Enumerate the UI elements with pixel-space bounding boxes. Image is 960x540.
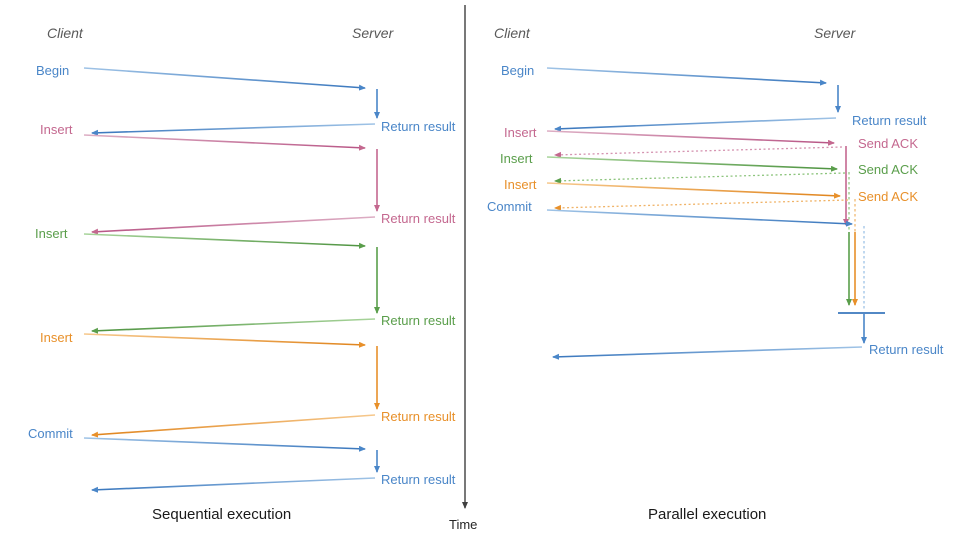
arc-p-commit-request <box>546 209 853 227</box>
arc-p-insert3-request <box>546 182 841 199</box>
left-return-result-2: Return result <box>381 211 456 226</box>
right-return-result-1: Return result <box>852 113 927 128</box>
arc-insert1-response <box>91 216 376 235</box>
left-diagram-caption: Sequential execution <box>152 506 292 523</box>
right-server-actor-label: Server <box>814 25 856 41</box>
arc-p-commit-response <box>552 346 863 360</box>
left-message-insert-2: Insert <box>35 226 68 241</box>
left-return-result-5: Return result <box>381 472 456 487</box>
right-message-insert-1: Insert <box>504 125 537 140</box>
right-send-ack-1: Send ACK <box>858 136 918 151</box>
arc-p-begin-response <box>554 117 837 132</box>
arc-insert2-request <box>83 233 366 249</box>
right-message-insert-2: Insert <box>500 151 533 166</box>
right-message-begin: Begin <box>501 63 535 78</box>
right-return-result-2: Return result <box>869 342 944 357</box>
right-send-ack-3: Send ACK <box>858 189 918 204</box>
arc-p-insert2-ack <box>554 172 846 184</box>
arc-insert3-response <box>91 414 376 438</box>
left-message-commit: Commit <box>28 426 73 441</box>
arc-p-insert2-request <box>546 156 838 172</box>
arc-begin-response <box>91 123 376 136</box>
left-return-result-1: Return result <box>381 119 456 134</box>
arc-insert2-response <box>91 318 376 334</box>
left-server-actor-label: Server <box>352 25 394 41</box>
left-return-result-3: Return result <box>381 313 456 328</box>
arc-commit-response <box>91 477 376 493</box>
arc-insert1-request <box>83 134 366 151</box>
left-sequence-arcs <box>83 67 380 493</box>
right-sequence-arcs <box>546 67 885 360</box>
left-message-begin: Begin <box>36 63 70 78</box>
right-client-actor-label: Client <box>494 25 530 41</box>
arc-p-insert3-ack <box>554 199 849 211</box>
right-message-commit: Commit <box>487 199 532 214</box>
right-diagram-caption: Parallel execution <box>648 506 767 523</box>
arc-insert3-request <box>83 333 366 348</box>
arc-p-insert1-request <box>546 130 835 146</box>
time-axis-label: Time <box>449 517 478 532</box>
left-return-result-4: Return result <box>381 409 456 424</box>
left-message-insert-1: Insert <box>40 122 73 137</box>
left-message-insert-3: Insert <box>40 330 73 345</box>
left-client-actor-label: Client <box>47 25 83 41</box>
arc-commit-request <box>83 437 366 452</box>
right-message-insert-3: Insert <box>504 177 537 192</box>
arc-p-begin-request <box>546 67 827 86</box>
right-send-ack-2: Send ACK <box>858 162 918 177</box>
arc-p-insert1-ack <box>554 146 843 158</box>
arc-begin-request <box>83 67 366 91</box>
